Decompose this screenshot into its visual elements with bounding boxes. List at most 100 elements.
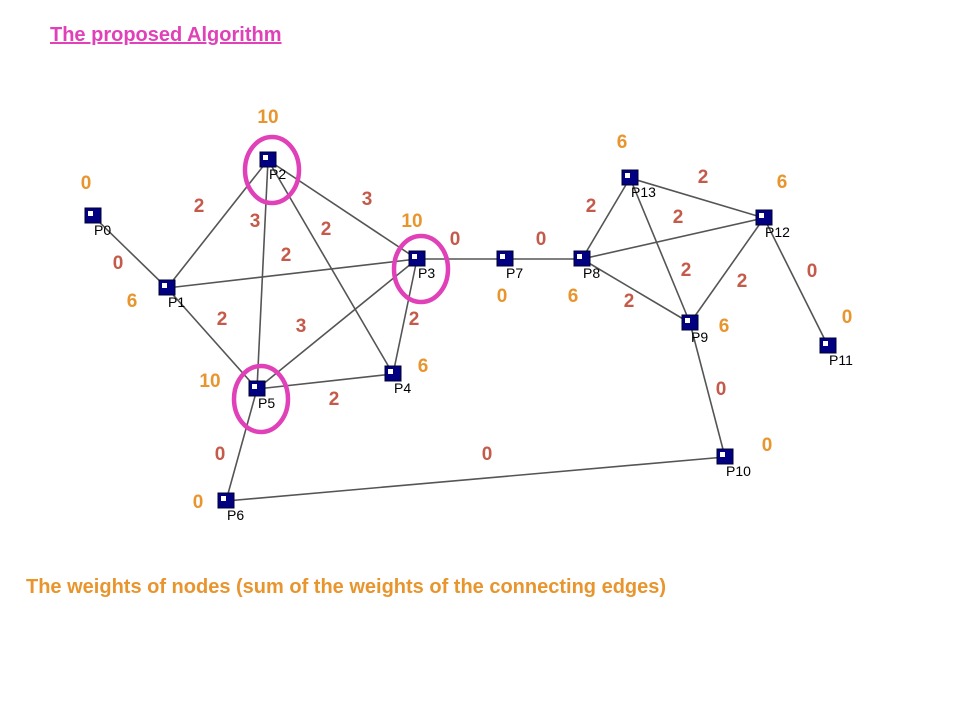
edge-p1-p3 [166, 258, 418, 289]
edge-weight-p13-p9: 2 [681, 260, 692, 281]
edge-p5-p4 [256, 373, 394, 390]
highlight-circle-p3 [391, 233, 451, 305]
node-weight-p8: 6 [568, 286, 579, 307]
node-weight-p2: 10 [257, 107, 278, 128]
edge-weight-p0-p1: 0 [113, 253, 124, 274]
node-label: P3 [418, 265, 435, 281]
node-label: P1 [168, 294, 185, 310]
node-label: P7 [506, 265, 523, 281]
node-icon-highlight [412, 254, 417, 259]
node-weight-p7: 0 [497, 286, 508, 307]
node-label: P6 [227, 507, 244, 523]
page-title: The proposed Algorithm [50, 24, 282, 46]
node-icon-highlight [577, 254, 582, 259]
edge-p9-p10 [689, 322, 726, 458]
node-p2[interactable]: P2 [259, 151, 286, 182]
edge-weight-p8-p9: 2 [624, 291, 635, 312]
node-label: P5 [258, 395, 275, 411]
edge-p13-p12 [629, 177, 765, 219]
node-weight-p12: 6 [777, 172, 788, 193]
edge-weight-p1-p2: 2 [194, 196, 205, 217]
edge-weight-p1-p5: 2 [217, 309, 228, 330]
node-icon-highlight [221, 496, 226, 501]
node-p4[interactable]: P4 [384, 365, 411, 396]
node-icon-highlight [263, 155, 268, 160]
node-icon-highlight [759, 213, 764, 218]
node-p5[interactable]: P5 [248, 380, 275, 411]
node-icon-highlight [500, 254, 505, 259]
node-weight-p5: 10 [199, 371, 220, 392]
node-weight-p3: 10 [401, 211, 422, 232]
highlight-circle-p2 [242, 134, 302, 206]
node-p10[interactable]: P10 [716, 448, 751, 479]
node-label: P4 [394, 380, 411, 396]
node-label: P11 [829, 352, 853, 368]
node-weight-p1: 6 [127, 291, 138, 312]
node-p8[interactable]: P8 [573, 250, 600, 281]
edges-layer [92, 159, 829, 502]
node-p6[interactable]: P6 [217, 492, 244, 523]
edge-p8-p9 [581, 258, 691, 324]
node-p0[interactable]: P0 [84, 207, 111, 238]
edge-p5-p6 [225, 388, 258, 502]
node-icon-highlight [88, 211, 93, 216]
edge-weight-p3-p4: 2 [409, 309, 420, 330]
edge-p2-p4 [267, 159, 394, 375]
node-icon-highlight [625, 173, 630, 178]
edge-p6-p10 [225, 456, 726, 502]
node-p9[interactable]: P9 [681, 314, 708, 345]
highlight-layer [231, 134, 451, 435]
edge-p3-p4 [392, 258, 418, 375]
edge-weight-p3-p7: 0 [450, 229, 461, 250]
caption: The weights of nodes (sum of the weights… [26, 576, 667, 598]
edge-weight-p6-p10: 0 [482, 444, 493, 465]
edge-weight-p2-p4: 2 [321, 219, 332, 240]
edge-weight-p8-p12: 2 [673, 207, 684, 228]
node-p1[interactable]: P1 [158, 279, 185, 310]
edge-p2-p5 [256, 159, 269, 390]
node-weight-p0: 0 [81, 173, 92, 194]
edge-p12-p11 [763, 217, 829, 347]
node-p12[interactable]: P12 [755, 209, 790, 240]
node-weight-p6: 0 [193, 492, 204, 513]
edge-weight-p5-p6: 0 [215, 444, 226, 465]
edge-weight-p12-p9: 2 [737, 271, 748, 292]
edge-p1-p2 [166, 159, 269, 289]
node-label: P8 [583, 265, 600, 281]
edge-weight-p13-p12: 2 [698, 167, 709, 188]
node-label: P12 [765, 224, 790, 240]
node-label: P10 [726, 463, 751, 479]
edge-p8-p12 [581, 217, 765, 260]
edge-p2-p3 [267, 159, 418, 260]
edge-p3-p5 [256, 258, 418, 390]
edge-weight-p12-p11: 0 [807, 261, 818, 282]
node-weight-p11: 0 [842, 307, 853, 328]
edge-weight-p5-p4: 2 [329, 389, 340, 410]
node-icon-highlight [720, 452, 725, 457]
node-weight-p9: 6 [719, 316, 730, 337]
edge-p12-p9 [689, 217, 765, 324]
node-weight-p13: 6 [617, 132, 628, 153]
node-p13[interactable]: P13 [621, 169, 656, 200]
edge-weight-p3-p5: 3 [296, 316, 307, 337]
node-label: P13 [631, 184, 656, 200]
node-label: P2 [269, 166, 286, 182]
node-icon-highlight [388, 369, 393, 374]
edge-weight-p8-p13: 2 [586, 196, 597, 217]
node-label: P9 [691, 329, 708, 345]
edge-weight-p2-p3: 3 [362, 189, 373, 210]
node-p7[interactable]: P7 [496, 250, 523, 281]
highlight-circle-p5 [231, 363, 291, 435]
node-weight-p10: 0 [762, 435, 773, 456]
node-p11[interactable]: P11 [819, 337, 853, 368]
edge-weight-p1-p3: 2 [281, 245, 292, 266]
node-p3[interactable]: P3 [408, 250, 435, 281]
edge-p8-p13 [581, 177, 631, 260]
edge-weight-p7-p8: 0 [536, 229, 547, 250]
edge-weight-p9-p10: 0 [716, 379, 727, 400]
node-icon-highlight [685, 318, 690, 323]
edge-p0-p1 [92, 215, 168, 289]
